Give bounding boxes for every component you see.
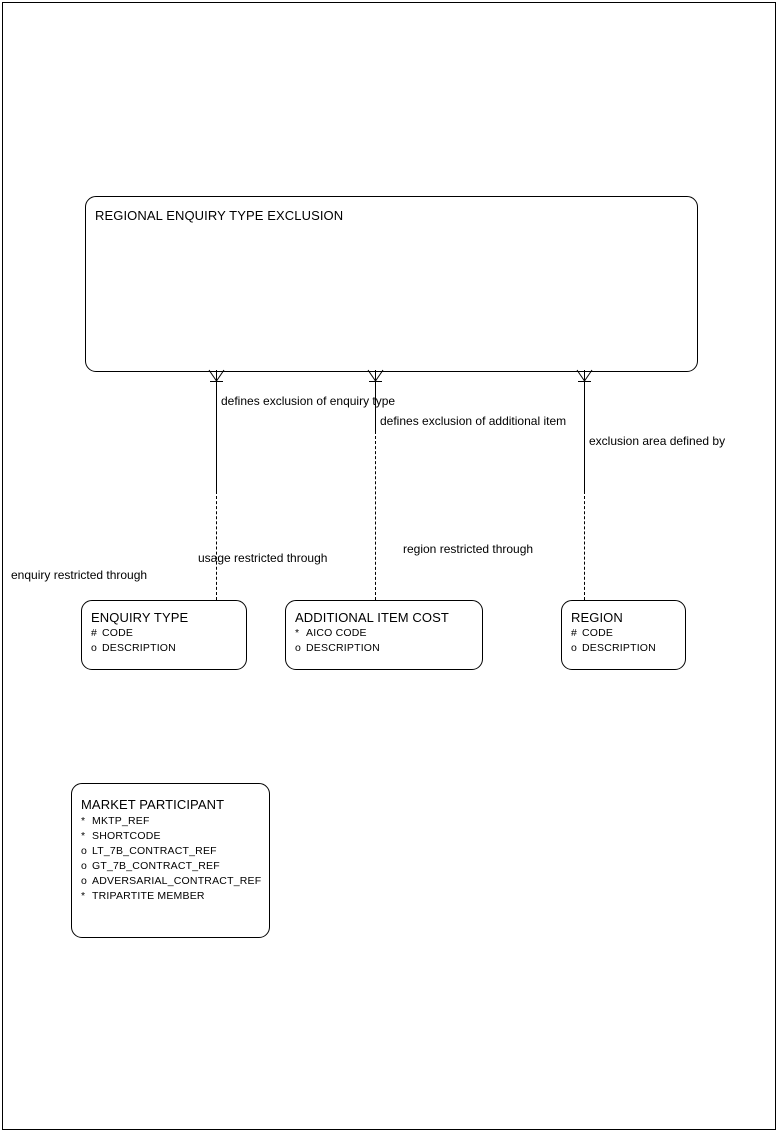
crowsfoot-enquiry-type	[208, 369, 225, 382]
attribute-row: o LT_7B_CONTRACT_REF	[81, 844, 261, 859]
attribute-list: * MKTP_REF * SHORTCODE o LT_7B_CONTRACT_REF…	[81, 814, 261, 904]
entity-title: REGIONAL ENQUIRY TYPE EXCLUSION	[95, 208, 344, 223]
attribute-marker: o	[81, 875, 88, 887]
attribute-name: DESCRIPTION	[306, 642, 380, 654]
attribute-marker: *	[81, 830, 86, 842]
relationship-label-enquiry-restricted-through: enquiry restricted through	[11, 568, 148, 582]
attribute-marker: o	[295, 642, 302, 654]
entity-market-participant[interactable]: MARKET PARTICIPANT * MKTP_REF * SHORTCODE …	[71, 783, 270, 938]
relationship-label-defines-exclusion-of-enquiry-type: defines exclusion of enquiry type	[221, 394, 396, 408]
entity-title: ADDITIONAL ITEM COST	[295, 610, 449, 625]
attribute-marker: o	[571, 642, 578, 654]
attribute-name: SHORTCODE	[92, 830, 161, 842]
relationship-line-additional-item-solid[interactable]	[375, 381, 376, 431]
attribute-marker: *	[81, 815, 86, 827]
attribute-list: * AICO CODE o DESCRIPTION	[295, 626, 380, 656]
attribute-row: o DESCRIPTION	[295, 641, 380, 656]
attribute-row: * AICO CODE	[295, 626, 380, 641]
relationship-line-enquiry-type-dashed[interactable]	[216, 491, 217, 600]
attribute-marker: *	[295, 627, 300, 639]
entity-enquiry-type[interactable]: ENQUIRY TYPE # CODE o DESCRIPTION	[81, 600, 247, 670]
attribute-row: # CODE	[571, 626, 656, 641]
relationship-line-region-solid[interactable]	[584, 381, 585, 491]
relationship-label-defines-exclusion-of-additional-item: defines exclusion of additional item	[380, 414, 567, 428]
attribute-name: CODE	[102, 627, 134, 639]
entity-region[interactable]: REGION # CODE o DESCRIPTION	[561, 600, 686, 670]
entity-regional-enquiry-type-exclusion[interactable]: REGIONAL ENQUIRY TYPE EXCLUSION	[85, 196, 698, 372]
attribute-name: TRIPARTITE MEMBER	[92, 890, 205, 902]
attribute-name: MKTP_REF	[92, 815, 150, 827]
crowsfoot-additional-item-cost	[367, 369, 384, 382]
relationship-label-exclusion-area-defined-by: exclusion area defined by	[589, 434, 726, 448]
attribute-row: o DESCRIPTION	[91, 641, 176, 656]
entity-title: ENQUIRY TYPE	[91, 610, 189, 625]
attribute-row: * SHORTCODE	[81, 829, 261, 844]
attribute-row: * MKTP_REF	[81, 814, 261, 829]
attribute-row: o DESCRIPTION	[571, 641, 656, 656]
attribute-list: # CODE o DESCRIPTION	[571, 626, 656, 656]
attribute-marker: #	[91, 627, 98, 639]
attribute-name: ADVERSARIAL_CONTRACT_REF	[92, 875, 262, 887]
attribute-row: o GT_7B_CONTRACT_REF	[81, 859, 261, 874]
attribute-row: o ADVERSARIAL_CONTRACT_REF	[81, 874, 261, 889]
attribute-list: # CODE o DESCRIPTION	[91, 626, 176, 656]
attribute-marker: *	[81, 890, 86, 902]
attribute-row: * TRIPARTITE MEMBER	[81, 889, 261, 904]
attribute-name: LT_7B_CONTRACT_REF	[92, 845, 217, 857]
attribute-marker: o	[81, 845, 88, 857]
entity-title: REGION	[571, 610, 623, 625]
attribute-name: CODE	[582, 627, 614, 639]
attribute-marker: o	[91, 642, 98, 654]
attribute-name: DESCRIPTION	[102, 642, 176, 654]
attribute-marker: #	[571, 627, 578, 639]
attribute-name: DESCRIPTION	[582, 642, 656, 654]
relationship-label-usage-restricted-through: usage restricted through	[198, 551, 328, 565]
entity-title: MARKET PARTICIPANT	[81, 797, 225, 812]
attribute-marker: o	[81, 860, 88, 872]
attribute-name: AICO CODE	[306, 627, 367, 639]
relationship-line-additional-item-dashed[interactable]	[375, 431, 376, 600]
entity-additional-item-cost[interactable]: ADDITIONAL ITEM COST * AICO CODE o DESCRIP…	[285, 600, 483, 670]
attribute-name: GT_7B_CONTRACT_REF	[92, 860, 220, 872]
attribute-row: # CODE	[91, 626, 176, 641]
relationship-line-region-dashed[interactable]	[584, 491, 585, 600]
relationship-line-enquiry-type-solid[interactable]	[216, 381, 217, 491]
relationship-label-region-restricted-through: region restricted through	[403, 542, 534, 556]
